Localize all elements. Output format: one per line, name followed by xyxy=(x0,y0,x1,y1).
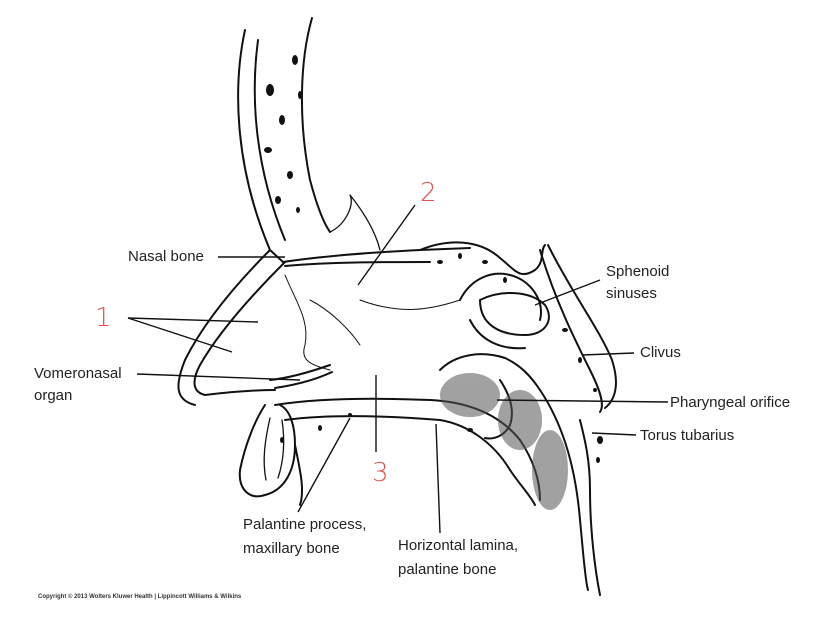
copyright-notice: Copyright © 2013 Wolters Kluwer Health |… xyxy=(38,594,242,600)
label-pharyngeal-orifice: Pharyngeal orifice xyxy=(670,394,791,411)
sphenoid-sinus-a xyxy=(479,292,550,336)
clivus-front xyxy=(539,249,603,413)
leader-torus xyxy=(591,432,637,436)
label-nasal-bone: Nasal bone xyxy=(128,248,204,265)
sphenoid-roof xyxy=(419,241,546,276)
label-torus-tubarius: Torus tubarius xyxy=(640,427,735,444)
leader-2 xyxy=(357,204,416,286)
label-sphenoid-line1: Sphenoid xyxy=(606,263,670,280)
upper-cavity-line xyxy=(359,299,461,310)
leader-horizontal xyxy=(435,423,441,534)
hard-palate-bottom xyxy=(284,415,511,471)
label-horizontal-line2: palantine bone xyxy=(398,561,497,578)
pharyngeal-wall xyxy=(539,389,589,591)
label-horizontal-line1: Horizontal lamina, xyxy=(398,537,519,554)
label-palatine-line1: Palantine process, xyxy=(243,516,367,533)
label-sphenoid-line2: sinuses xyxy=(606,285,657,302)
incisor-outer xyxy=(238,404,296,498)
frontal-bone-mid xyxy=(253,39,286,241)
cribriform-line xyxy=(284,261,431,267)
label-palatine-process: Palantine process, maxillary bone xyxy=(243,513,366,561)
vomeronasal-duct xyxy=(269,364,333,389)
marker-1: 1 xyxy=(95,303,112,333)
leader-lines xyxy=(127,204,669,534)
label-palatine-line2: maxillary bone xyxy=(243,540,340,557)
leader-vomeronasal xyxy=(136,373,301,381)
leader-1b xyxy=(127,317,233,353)
posterior-pharynx xyxy=(579,419,601,596)
label-clivus: Clivus xyxy=(640,344,681,361)
marker-3: 3 xyxy=(372,458,389,488)
label-horizontal-lamina: Horizontal lamina, palantine bone xyxy=(398,534,518,582)
label-vomeronasal-line2: organ xyxy=(34,387,73,404)
frontal-sinus-edge xyxy=(329,194,381,251)
nasopharynx-roof xyxy=(439,353,541,391)
hard-palate-top xyxy=(274,397,521,441)
septum-line-a xyxy=(284,274,331,371)
leader-pharyngeal xyxy=(496,399,669,403)
frontal-bone-outer xyxy=(237,29,284,263)
nasal-roof xyxy=(282,247,471,263)
leader-1a xyxy=(127,317,259,323)
leader-sphenoid xyxy=(534,279,601,306)
nasal-floor-curve xyxy=(204,389,276,396)
sphenoid-front xyxy=(459,272,542,321)
bone-texture xyxy=(264,55,603,463)
leader-clivus xyxy=(581,352,635,356)
septum-line-b xyxy=(309,299,361,346)
nasal-dorsum-outer xyxy=(177,249,271,406)
label-sphenoid-sinuses: Sphenoid sinuses xyxy=(606,261,669,305)
sphenoid-sinus-b xyxy=(469,319,526,350)
label-vomeronasal-organ: Vomeronasal organ xyxy=(34,363,122,407)
frontal-bone-inner xyxy=(300,17,331,233)
pharyngeal-stipple xyxy=(440,373,568,510)
leader-palatine xyxy=(297,417,351,513)
marker-2: 2 xyxy=(420,178,437,208)
label-vomeronasal-line1: Vomeronasal xyxy=(34,365,122,382)
maxilla-lip xyxy=(294,444,304,506)
incisor-inner xyxy=(263,417,285,481)
nasal-dorsum-inner xyxy=(193,261,286,396)
clivus-back xyxy=(547,244,617,409)
